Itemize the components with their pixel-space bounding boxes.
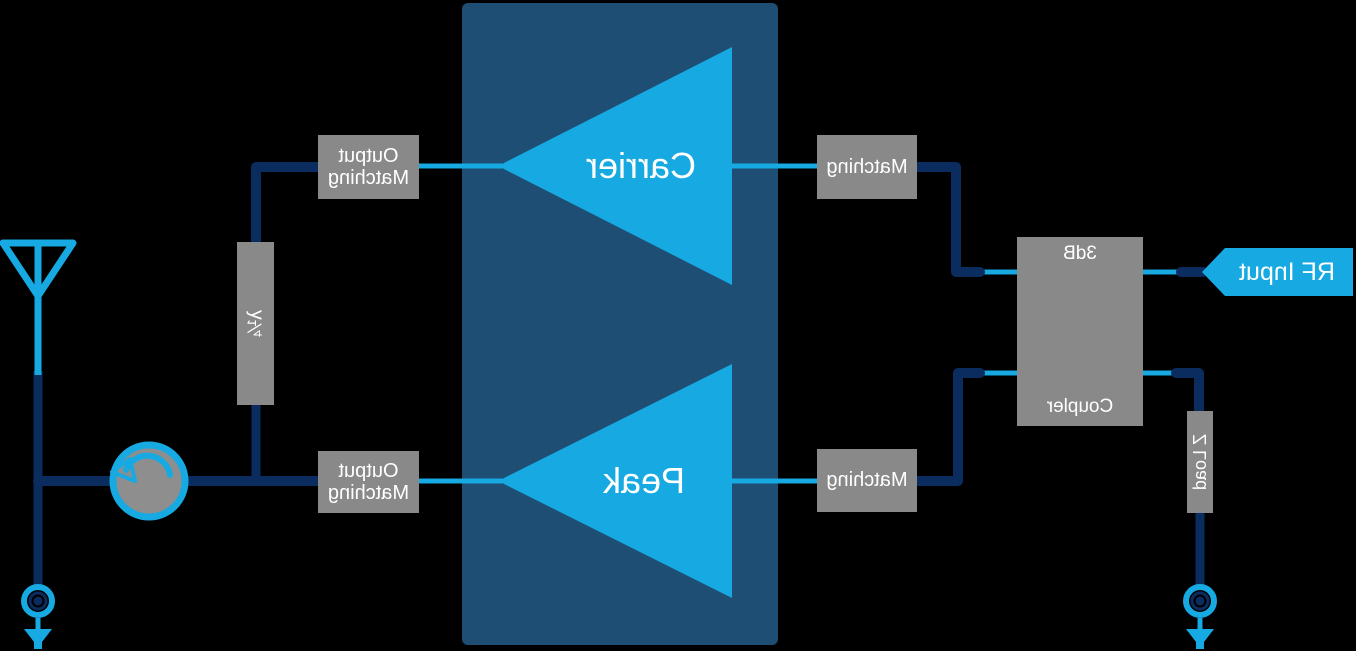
quarter-wave-label: λ¼	[244, 310, 267, 337]
circulator-arrowhead	[110, 457, 137, 483]
matching-box-carrier: Matching	[817, 135, 917, 199]
output-matching-box-carrier: Output Matching	[318, 135, 419, 199]
coupler-ratio-label: 3dB	[1063, 243, 1097, 264]
matching-box-peak: Matching	[817, 449, 917, 512]
antenna-icon	[0, 239, 77, 300]
rf-input-label: RF Input	[1239, 258, 1335, 286]
rf-input-arrow	[1202, 248, 1353, 296]
quarter-wave-box: λ¼	[237, 242, 274, 405]
coupler-label: Coupler	[1046, 395, 1114, 417]
ground-icon-zload	[1183, 584, 1217, 649]
wire-outputmatching-to-quarterwave	[251, 162, 325, 251]
z-load-box: Z Load	[1187, 411, 1213, 513]
ground-icon-antenna	[21, 584, 55, 649]
carrier-amplifier-icon	[498, 47, 732, 285]
wire-coupler-to-matching-bottom	[910, 368, 985, 486]
z-load-label: Z Load	[1189, 433, 1210, 491]
output-matching-box-peak: Output Matching	[318, 451, 419, 513]
peak-amplifier-label: Peak	[602, 460, 686, 501]
carrier-amplifier-label: Carrier	[586, 145, 697, 186]
wire-coupler-to-zload	[1171, 368, 1204, 420]
coupler-box: 3dB Coupler	[1017, 237, 1143, 426]
peak-amplifier-icon	[498, 364, 732, 598]
wire-coupler-to-matching-top	[910, 162, 985, 277]
